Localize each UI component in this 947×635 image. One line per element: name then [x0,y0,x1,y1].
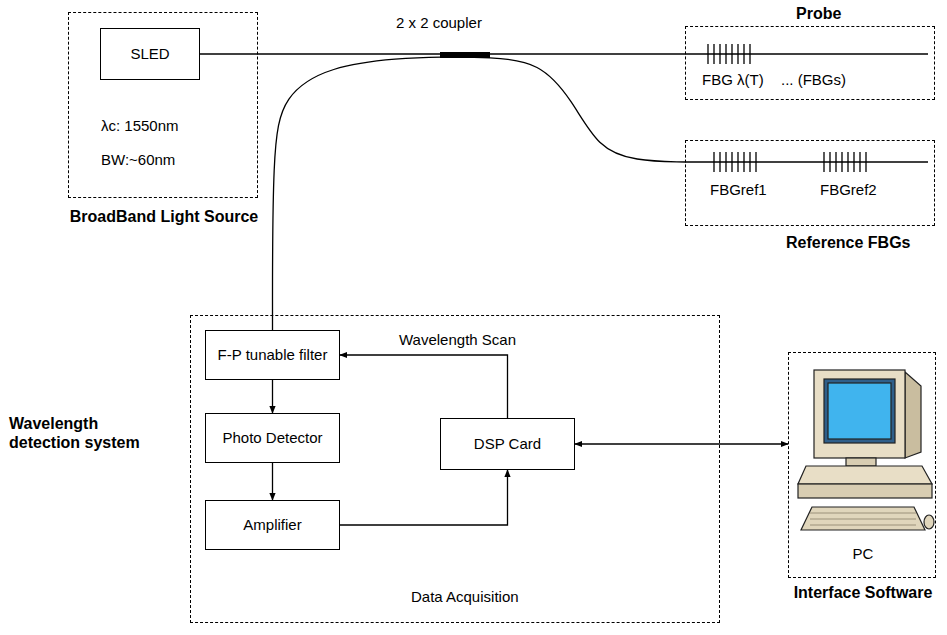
group-outline: ProbeFBG λ(T)... (FBGs) [685,26,935,100]
probe-fiber [685,53,928,54]
keyboard-row [810,525,916,526]
grating-tick [853,152,854,172]
grating-tick [719,44,720,64]
grating-tick [731,152,732,172]
grating-tick [713,152,714,172]
grating-tick [737,44,738,64]
signal-label: Data Acquisition [411,588,519,606]
process-box: Photo Detector [222,429,322,446]
optical-fiber [273,57,686,330]
grating-tick [865,152,866,172]
component-box: Amplifier [205,500,340,550]
grating-tick [719,152,720,172]
group-outline: FBGref1FBGref2Reference FBGs [685,140,935,226]
grating-ticks [708,44,866,172]
grating-tick [749,152,750,172]
grating-tick [731,44,732,64]
grating-label: FBGref2 [820,181,877,199]
grating-tick [725,44,726,64]
reference-fiber [685,161,928,162]
component-box: DSP Card [440,418,575,470]
signal-arrow [340,355,508,418]
grating-label: ... (FBGs) [781,71,846,89]
grating-tick [713,44,714,64]
signal-arrow [272,463,273,500]
source-spec: BW:~60nm [101,151,175,169]
group-title: BroadBand Light Source [29,207,299,226]
grating-tick [743,44,744,64]
source-spec: λc: 1550nm [101,117,179,135]
keyboard-keys [810,513,916,525]
grating-tick [743,152,744,172]
grating-tick [829,152,830,172]
computer-icon [798,370,934,530]
keyboard-row [810,519,916,520]
process-box: F-P tunable filter [218,346,328,363]
grating-label: FBG λ(T) [702,71,764,89]
grating-label: FBGref1 [710,181,767,199]
process-box: DSP Card [474,435,541,452]
component-box: SLED [100,28,200,80]
keyboard-row [810,513,916,514]
signal-arrow [340,470,508,525]
group-title: Probe [796,4,841,23]
grating-tick [707,44,708,64]
grating-tick [847,152,848,172]
signal-label: Wavelength Scan [399,331,516,349]
grating-tick [835,152,836,172]
signal-arrow [575,443,788,444]
device-label: PC [789,545,937,563]
part-label: 2 x 2 coupler [396,14,482,31]
grating-tick [737,152,738,172]
source-box: SLED [130,45,169,62]
optical-fiber [200,53,685,54]
signal-arrow [272,380,273,413]
component-box: Photo Detector [205,413,340,463]
grating-tick [749,44,750,64]
grating-tick [859,152,860,172]
grating-tick [725,152,726,172]
group-title: Wavelength detection system [9,414,169,452]
grating-tick [841,152,842,172]
group-title: Reference FBGs [786,233,911,252]
grating-tick [755,152,756,172]
process-box: Amplifier [243,516,301,533]
component-box: F-P tunable filter [205,330,340,380]
group-outline: λc: 1550nmBW:~60nmBroadBand Light Source… [68,12,258,198]
grating-tick [823,152,824,172]
group-outline: Wavelength detection systemWavelength Sc… [190,315,720,623]
group-outline: PCInterface Software [788,352,936,578]
group-title: Interface Software [763,583,947,602]
